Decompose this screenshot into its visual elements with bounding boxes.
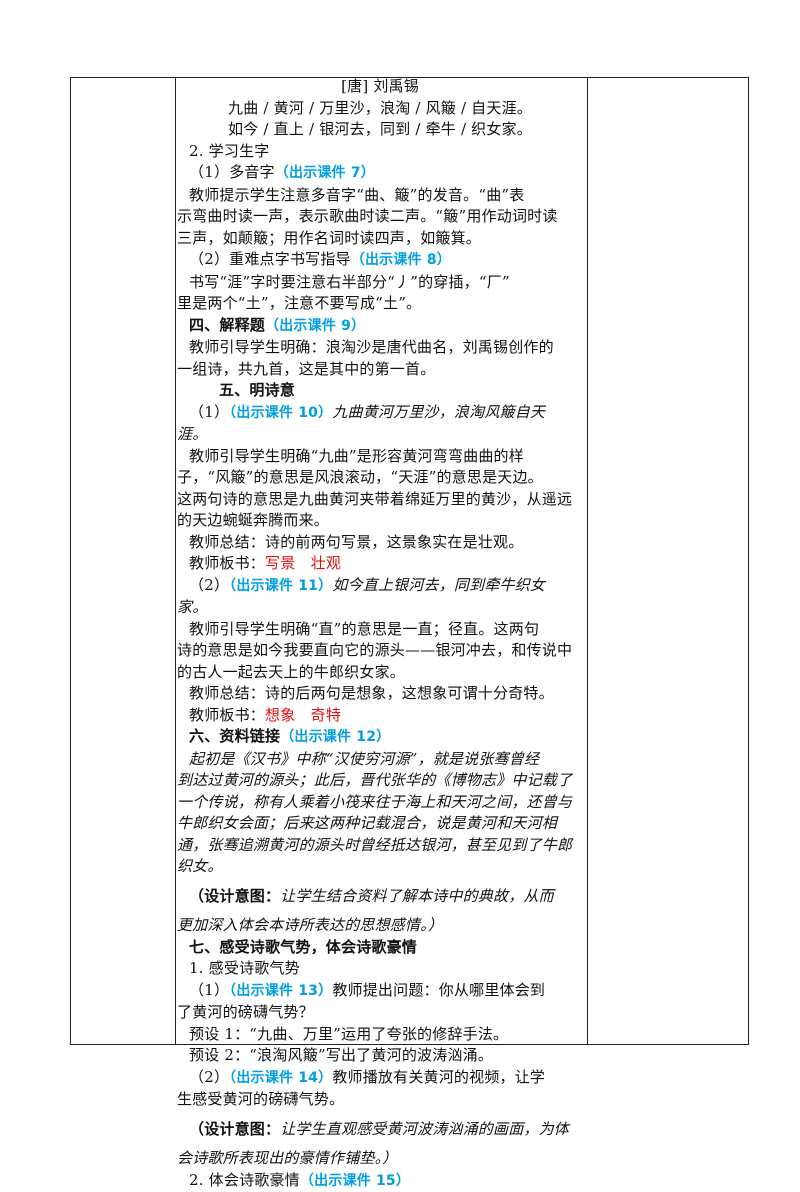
section-5-title: 五、明诗意 bbox=[175, 380, 585, 402]
s2-p1-heading: （1）多音字（出示课件 7） bbox=[175, 162, 585, 185]
s2-p1-line: 教师提示学生注意多音字“曲、簸”的发音。“曲”表 bbox=[175, 185, 585, 207]
s5-p1-line: 这两句诗的意思是九曲黄河夹带着绵延万里的黄沙，从遥远 bbox=[175, 489, 585, 511]
courseware-tag-12: （出示课件 12） bbox=[280, 729, 390, 745]
s5-p2-board: 教师板书：想象 奇特 bbox=[175, 705, 585, 727]
s7-p2-text: 教师播放有关黄河的视频，让学 bbox=[332, 1068, 545, 1086]
s7-p1-question: 教师提出问题：你从哪里体会到 bbox=[332, 981, 545, 999]
s7-sub2-label: 2. 体会诗歌豪情 bbox=[189, 1171, 300, 1189]
s2-p1-line: 示弯曲时读一声，表示歌曲时读二声。“簸”用作动词时读 bbox=[175, 206, 585, 228]
s6-line: 通，张骞追溯黄河的源头时曾经抵达银河，甚至见到了牛郎 bbox=[175, 835, 585, 857]
courseware-tag-8: （出示课件 8） bbox=[351, 252, 451, 268]
s5-p2-heading: （2）（出示课件 11）如今直上银河去，同到牵牛织女 bbox=[175, 575, 585, 598]
s5-p2-line: 教师引导学生明确“直”的意思是一直；径直。这两句 bbox=[175, 619, 585, 641]
s6-line: 织女。 bbox=[175, 856, 585, 878]
s4-line: 一组诗，共九首，这是其中的第一首。 bbox=[175, 359, 585, 381]
board-label: 教师板书： bbox=[189, 706, 265, 724]
s5-p2-line: 的古人一起去天上的牛郎织女家。 bbox=[175, 662, 585, 684]
s5-p2-poem: 如今直上银河去，同到牵牛织女 bbox=[332, 576, 545, 594]
design-label: （设计意图： bbox=[189, 887, 280, 905]
courseware-tag-13: （出示课件 13） bbox=[229, 983, 332, 999]
courseware-tag-7: （出示课件 7） bbox=[275, 165, 375, 181]
poem-line-1: 九曲 / 黄河 / 万里沙，浪淘 / 风簸 / 自天涯。 bbox=[175, 98, 585, 120]
s5-p1-summary: 教师总结：诗的前两句写景，这景象实在是壮观。 bbox=[175, 532, 585, 554]
poem-author: [唐] 刘禹锡 bbox=[175, 76, 585, 98]
courseware-tag-14: （出示课件 14） bbox=[229, 1070, 332, 1086]
s5-p2-poem-cont: 家。 bbox=[175, 597, 585, 619]
section-2-title: 2. 学习生字 bbox=[175, 141, 585, 163]
courseware-tag-9: （出示课件 9） bbox=[265, 318, 365, 334]
s7-p1-number: （1） bbox=[189, 981, 229, 999]
s7-preset-2: 预设 2：“浪淘风簸”写出了黄河的波涛汹涌。 bbox=[175, 1045, 585, 1067]
courseware-tag-11: （出示课件 11） bbox=[229, 578, 332, 594]
s6-line: 到达过黄河的源头；此后，晋代张华的《博物志》中记载了 bbox=[175, 770, 585, 792]
s5-p1-board: 教师板书：写景 壮观 bbox=[175, 553, 585, 575]
s2-p2-label: （2）重难点字书写指导 bbox=[189, 250, 351, 268]
s5-p1-poem: 九曲黄河万里沙，浪淘风簸自天 bbox=[332, 403, 545, 421]
poem-line-2: 如今 / 直上 / 银河去，同到 / 牵牛 / 织女家。 bbox=[175, 119, 585, 141]
lesson-content: [唐] 刘禹锡 九曲 / 黄河 / 万里沙，浪淘 / 风簸 / 自天涯。 如今 … bbox=[175, 76, 585, 1192]
s2-p1-label: （1）多音字 bbox=[189, 163, 275, 181]
board-keywords: 想象 奇特 bbox=[265, 706, 341, 724]
s7-p2-heading: （2）（出示课件 14）教师播放有关黄河的视频，让学 bbox=[175, 1067, 585, 1090]
s7-sub2: 2. 体会诗歌豪情（出示课件 15） bbox=[175, 1170, 585, 1192]
courseware-tag-15: （出示课件 15） bbox=[300, 1173, 410, 1189]
s7-p1-cont: 了黄河的磅礴气势？ bbox=[175, 1002, 585, 1024]
s5-p1-poem-cont: 涯。 bbox=[175, 424, 585, 446]
s5-p2-summary: 教师总结：诗的后两句是想象，这想象可谓十分奇特。 bbox=[175, 683, 585, 705]
s2-p2-line: 书写“涯”字时要注意右半部分“丿”的穿插，“厂” bbox=[175, 272, 585, 294]
s2-p2-heading: （2）重难点字书写指导（出示课件 8） bbox=[175, 249, 585, 272]
section-6-title: 六、资料链接 bbox=[189, 727, 280, 745]
s7-sub1: 1. 感受诗歌气势 bbox=[175, 958, 585, 980]
s7-p2-number: （2） bbox=[189, 1068, 229, 1086]
s6-design-intent: （设计意图：让学生结合资料了解本诗中的典故，从而 bbox=[175, 886, 585, 908]
s4-line: 教师引导学生明确：浪淘沙是唐代曲名，刘禹锡创作的 bbox=[175, 337, 585, 359]
s2-p2-line: 里是两个“土”，注意不要写成“土”。 bbox=[175, 293, 585, 315]
section-7-title: 七、感受诗歌气势，体会诗歌豪情 bbox=[175, 937, 585, 959]
s6-line: 一个传说，称有人乘着小筏来往于海上和天河之间，还曾与 bbox=[175, 792, 585, 814]
s7-p2-cont: 生感受黄河的磅礴气势。 bbox=[175, 1089, 585, 1111]
s6-line: 起初是《汉书》中称“汉使穷河源”，就是说张骞曾经 bbox=[175, 749, 585, 771]
courseware-tag-10: （出示课件 10） bbox=[229, 405, 332, 421]
s2-p1-line: 三声，如颠簸；用作名词时读四声，如簸箕。 bbox=[175, 228, 585, 250]
s6-design-cont: 更加深入体会本诗所表达的思想感情。） bbox=[175, 915, 585, 937]
s7-preset-1: 预设 1：“九曲、万里”运用了夸张的修辞手法。 bbox=[175, 1024, 585, 1046]
s5-p1-line: 子，“风簸”的意思是风浪滚动，“天涯”的意思是天边。 bbox=[175, 467, 585, 489]
s5-p2-line: 诗的意思是如今我要直向它的源头——银河冲去，和传说中 bbox=[175, 640, 585, 662]
design-text: 让学生直观感受黄河波涛汹涌的画面，为体 bbox=[280, 1120, 569, 1138]
board-label: 教师板书： bbox=[189, 554, 265, 572]
s5-p1-heading: （1）（出示课件 10）九曲黄河万里沙，浪淘风簸自天 bbox=[175, 402, 585, 425]
s5-p1-number: （1） bbox=[189, 403, 229, 421]
s5-p1-line: 的天边蜿蜒奔腾而来。 bbox=[175, 510, 585, 532]
s7-design-intent: （设计意图：让学生直观感受黄河波涛汹涌的画面，为体 bbox=[175, 1119, 585, 1141]
section-4-heading: 四、解释题（出示课件 9） bbox=[175, 315, 585, 338]
design-label: （设计意图： bbox=[189, 1120, 280, 1138]
column-divider-right bbox=[587, 78, 588, 1044]
section-6-heading: 六、资料链接（出示课件 12） bbox=[175, 726, 585, 749]
board-keywords: 写景 壮观 bbox=[265, 554, 341, 572]
s6-line: 牛郎织女会面；后来这两种记载混合，说是黄河和天河相 bbox=[175, 813, 585, 835]
s5-p1-line: 教师引导学生明确“九曲”是形容黄河弯弯曲曲的样 bbox=[175, 446, 585, 468]
design-text: 让学生结合资料了解本诗中的典故，从而 bbox=[280, 887, 554, 905]
s7-p1-heading: （1）（出示课件 13）教师提出问题：你从哪里体会到 bbox=[175, 980, 585, 1003]
s7-design-cont: 会诗歌所表现出的豪情作铺垫。） bbox=[175, 1148, 585, 1170]
section-4-title: 四、解释题 bbox=[189, 316, 265, 334]
s5-p2-number: （2） bbox=[189, 576, 229, 594]
